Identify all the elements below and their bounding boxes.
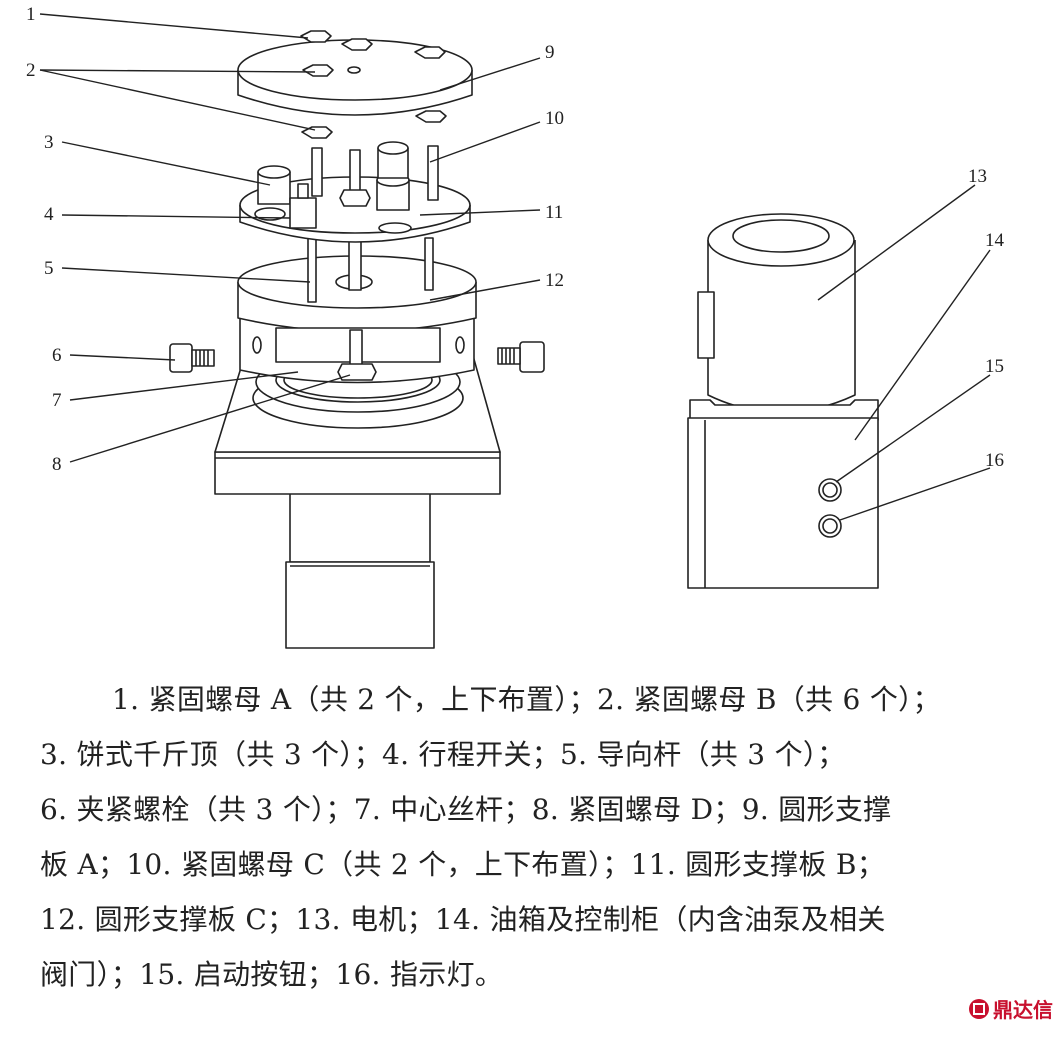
base-cylinder: [285, 491, 435, 649]
callout-3: 3: [44, 132, 54, 153]
callout-7: 7: [52, 390, 62, 411]
studs: [311, 145, 439, 207]
support-plate-a: [237, 39, 473, 116]
travel-switch: [289, 183, 317, 229]
oil-tank-cabinet: [687, 399, 879, 589]
callout-11: 11: [545, 202, 563, 223]
clamp-bolt-right: [497, 341, 545, 373]
callout-16: 16: [985, 450, 1004, 471]
callout-numbers: 1 2 3 4 5 6 7 8 9 10 11 12 13 14 15 16: [26, 4, 1005, 475]
callout-8: 8: [52, 454, 62, 475]
caption-line-4: 板 A；10. 紧固螺母 C（共 2 个，上下布置）；11. 圆形支撑板 B；: [40, 848, 886, 881]
callout-10: 10: [545, 108, 564, 129]
callout-5: 5: [44, 258, 54, 279]
leader-lines: [39, 13, 991, 521]
logo-icon: [969, 998, 989, 1019]
pancake-jacks: [257, 141, 410, 211]
indicator-light: [818, 514, 842, 538]
callout-14: 14: [985, 230, 1005, 251]
motor: [697, 213, 856, 427]
caption-line-1: 1. 紧固螺母 A（共 2 个，上下布置）；2. 紧固螺母 B（共 6 个）；: [112, 683, 941, 716]
nuts-a-b: [300, 30, 447, 139]
figure-caption: 1. 紧固螺母 A（共 2 个，上下布置）；2. 紧固螺母 B（共 6 个）； …: [40, 672, 1030, 1002]
caption-line-3: 6. 夹紧螺栓（共 3 个）；7. 中心丝杆；8. 紧固螺母 D；9. 圆形支撑: [40, 793, 892, 826]
clamp-bolt-left: [169, 343, 215, 373]
watermark-logo: 鼎达信: [968, 994, 1053, 1023]
support-plate-c: [237, 255, 477, 384]
callout-9: 9: [545, 42, 555, 63]
callout-12: 12: [545, 270, 564, 291]
caption-line-2: 3. 饼式千斤顶（共 3 个）；4. 行程开关；5. 导向杆（共 3 个）；: [40, 738, 846, 771]
callout-2: 2: [26, 60, 36, 81]
assembly-diagram: 1 2 3 4 5 6 7 8 9 10 11 12 13 14 15 16: [26, 4, 1005, 649]
caption-line-5: 12. 圆形支撑板 C；13. 电机；14. 油箱及控制柜（内含油泵及相关: [40, 903, 886, 936]
callout-6: 6: [52, 345, 62, 366]
callout-13: 13: [968, 166, 987, 187]
callout-4: 4: [44, 204, 54, 225]
callout-15: 15: [985, 356, 1004, 377]
caption-line-6: 阀门）；15. 启动按钮；16. 指示灯。: [40, 958, 504, 991]
watermark-text: 鼎达信: [993, 998, 1053, 1022]
callout-1: 1: [26, 4, 36, 25]
start-button: [818, 478, 842, 502]
